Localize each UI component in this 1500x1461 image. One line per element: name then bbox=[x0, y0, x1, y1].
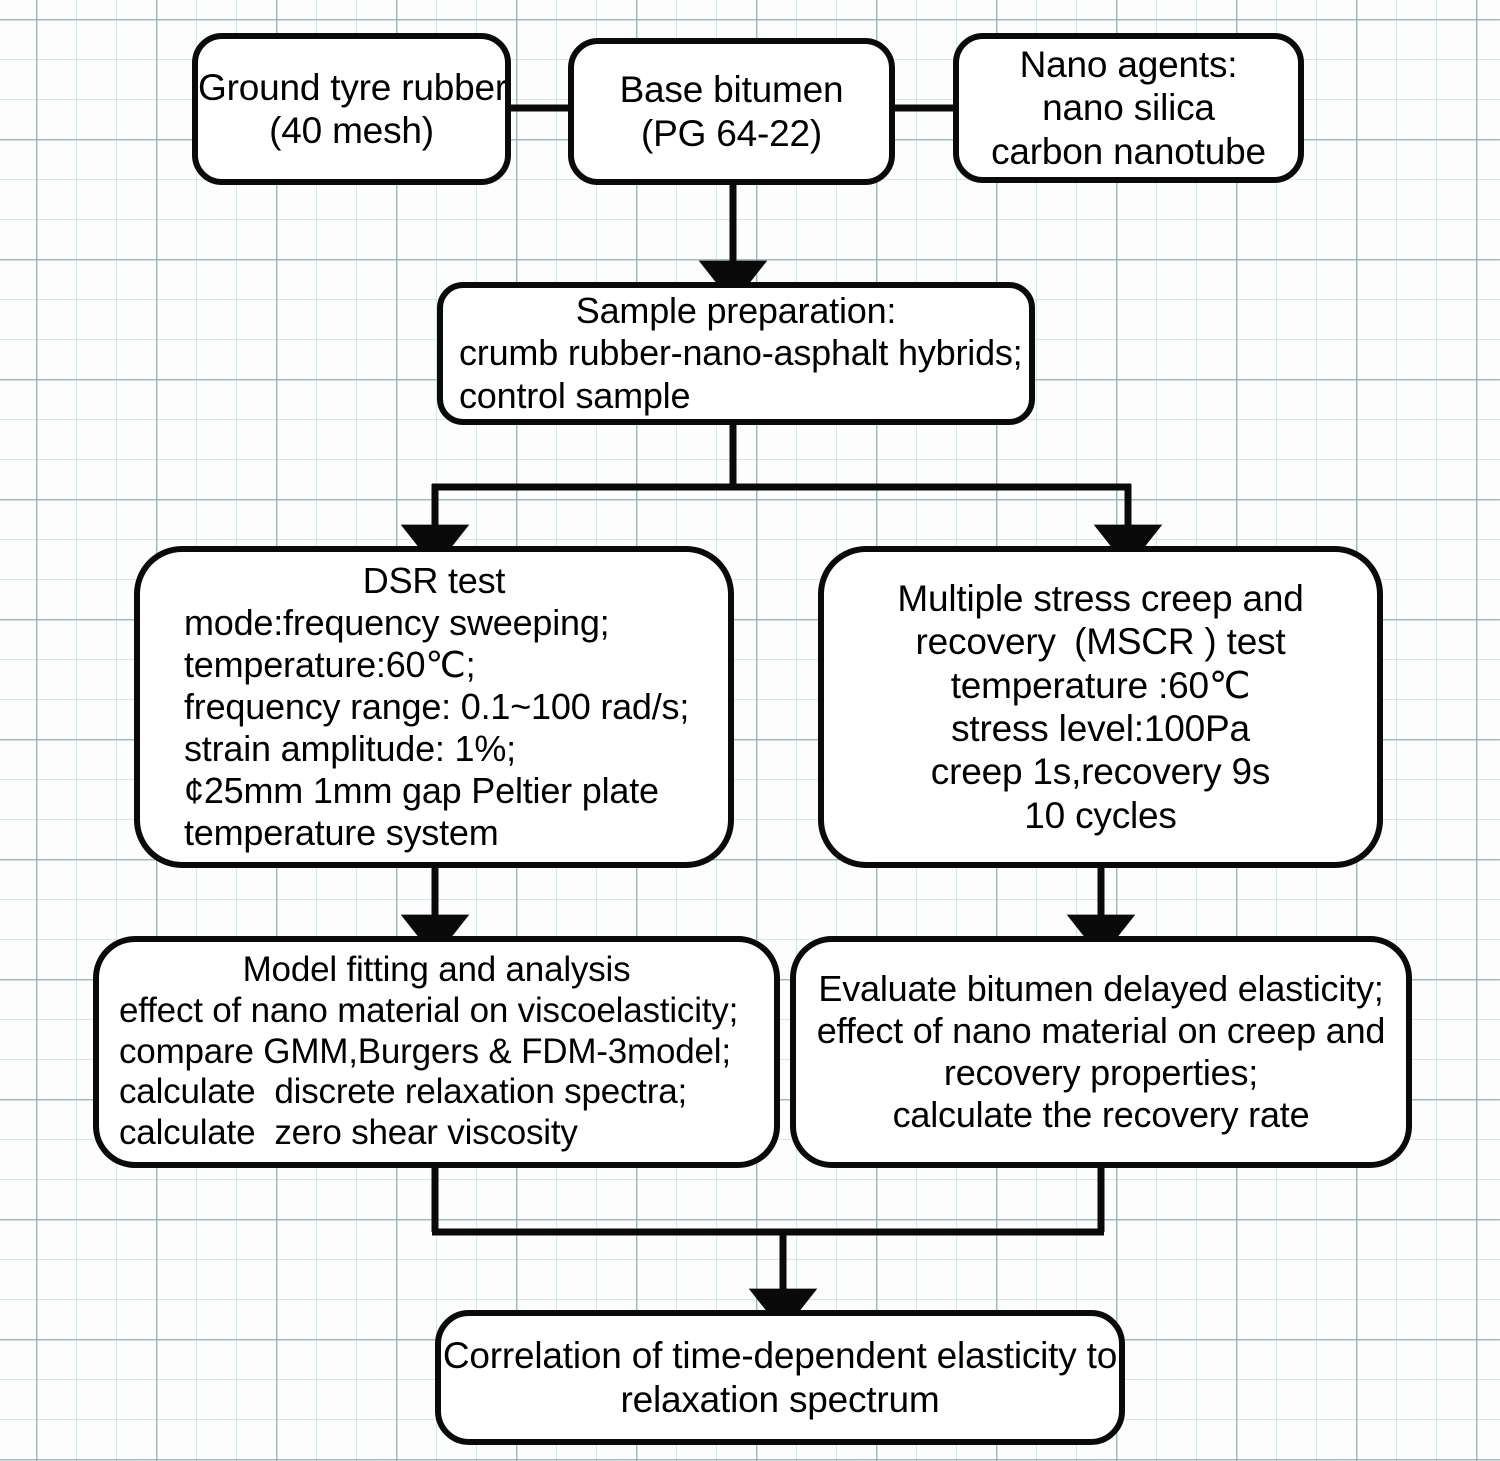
node-line: calculate discrete relaxation spectra; bbox=[119, 1072, 688, 1112]
node-line: (40 mesh) bbox=[269, 110, 434, 151]
node-line: effect of nano material on viscoelastici… bbox=[119, 990, 739, 1030]
node-nano-agents[interactable]: Nano agents: nano silica carbon nanotube bbox=[953, 33, 1304, 183]
node-line: Nano agents: bbox=[1019, 44, 1238, 86]
node-title: Sample preparation: bbox=[575, 290, 897, 332]
node-sample-preparation[interactable]: Sample preparation: crumb rubber-nano-as… bbox=[437, 282, 1035, 425]
node-line: temperature :60℃ bbox=[950, 664, 1251, 706]
node-line: ¢25mm 1mm gap Peltier plate bbox=[184, 770, 659, 812]
node-line: calculate the recovery rate bbox=[892, 1094, 1310, 1136]
node-line: control sample bbox=[459, 374, 691, 416]
node-title: DSR test bbox=[362, 559, 506, 601]
node-line: mode:frequency sweeping; bbox=[184, 601, 610, 643]
node-model-fitting[interactable]: Model fitting and analysis effect of nan… bbox=[93, 936, 780, 1168]
node-line: relaxation spectrum bbox=[620, 1378, 940, 1420]
node-mscr-test[interactable]: Multiple stress creep and recovery (MSCR… bbox=[818, 546, 1383, 868]
node-line: crumb rubber-nano-asphalt hybrids; bbox=[459, 332, 1023, 374]
node-line: Ground tyre rubber bbox=[198, 66, 508, 108]
node-line: compare GMM,Burgers & FDM-3model; bbox=[119, 1031, 731, 1071]
node-line: Multiple stress creep and bbox=[897, 578, 1304, 620]
node-base-bitumen[interactable]: Base bitumen (PG 64-22) bbox=[568, 38, 895, 185]
node-line: Base bitumen bbox=[619, 69, 844, 111]
node-line: carbon nanotube bbox=[991, 130, 1266, 172]
node-line: frequency range: 0.1~100 rad/s; bbox=[184, 685, 690, 727]
node-line: nano silica bbox=[1042, 87, 1215, 129]
node-line: 10 cycles bbox=[1024, 794, 1177, 836]
node-correlation[interactable]: Correlation of time-dependent elasticity… bbox=[435, 1310, 1125, 1445]
node-line: effect of nano material on creep and bbox=[816, 1009, 1386, 1051]
node-line: Correlation of time-dependent elasticity… bbox=[442, 1335, 1118, 1377]
node-line: strain amplitude: 1%; bbox=[184, 728, 516, 770]
node-line: stress level:100Pa bbox=[951, 708, 1250, 749]
node-line: recovery (MSCR ) test bbox=[915, 621, 1286, 663]
node-ground-tyre-rubber[interactable]: Ground tyre rubber (40 mesh) bbox=[192, 33, 511, 185]
node-line: creep 1s,recovery 9s bbox=[930, 751, 1271, 793]
node-title: Model fitting and analysis bbox=[242, 949, 631, 989]
node-line: Evaluate bitumen delayed elasticity; bbox=[818, 967, 1384, 1009]
node-line: (PG 64-22) bbox=[640, 112, 822, 154]
node-line: calculate zero shear viscosity bbox=[119, 1113, 578, 1153]
node-line: recovery properties; bbox=[943, 1052, 1259, 1093]
node-evaluate-bitumen[interactable]: Evaluate bitumen delayed elasticity; eff… bbox=[790, 936, 1412, 1168]
node-line: temperature system bbox=[184, 812, 499, 854]
node-dsr-test[interactable]: DSR test mode:frequency sweeping; temper… bbox=[134, 546, 734, 868]
node-line: temperature:60℃; bbox=[184, 643, 476, 685]
